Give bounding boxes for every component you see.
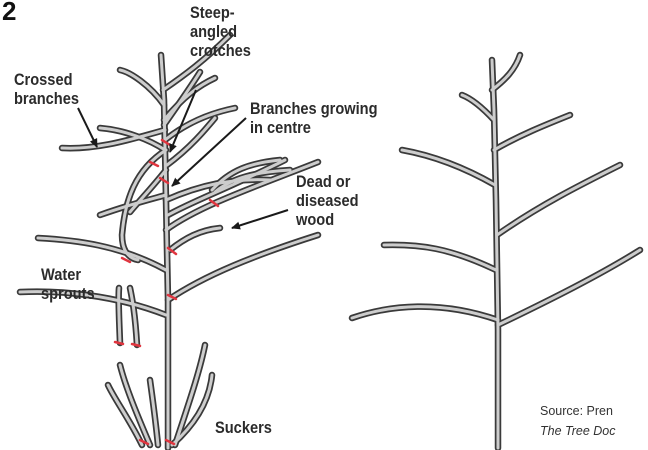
tree-after-pruning [352, 55, 640, 448]
label-dead-wood: Dead or diseased wood [296, 172, 359, 229]
label-suckers: Suckers [215, 418, 272, 437]
arrow-crossed-branches [78, 108, 97, 147]
label-steep-crotches: Steep- angled crotches [190, 3, 251, 60]
source-title: The Tree Doc [540, 421, 616, 441]
figure-number: 2 [2, 0, 16, 27]
label-crossed-branches: Crossed branches [14, 70, 79, 108]
label-centre-branches: Branches growing in centre [250, 99, 378, 137]
arrow-dead-wood [232, 210, 288, 228]
source-prefix: Source: Pren [540, 401, 616, 421]
source-credit: Source: Pren The Tree Doc [540, 401, 616, 441]
label-water-sprouts: Water sprouts [41, 265, 95, 303]
